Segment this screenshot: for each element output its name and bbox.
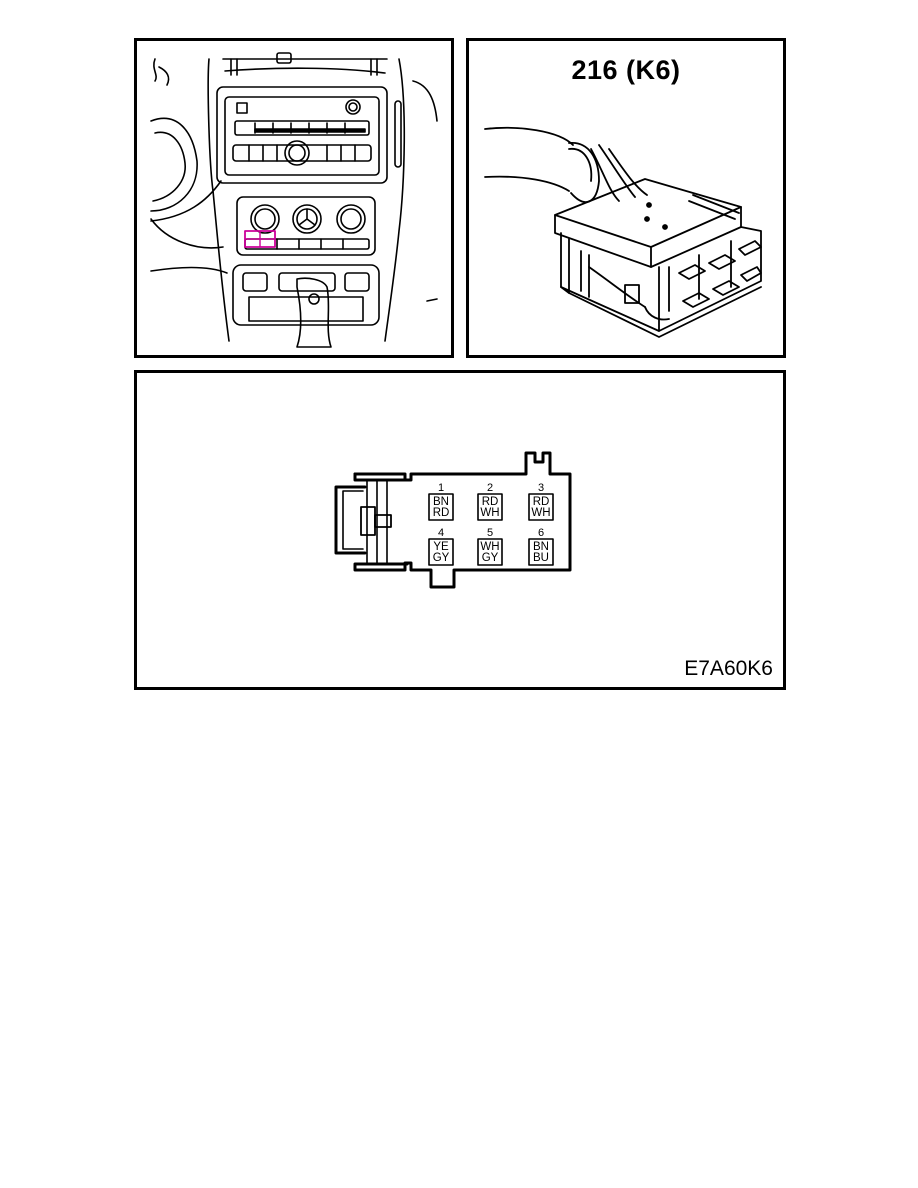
pin-wire-color: BN	[533, 541, 549, 553]
pin-cavity	[428, 493, 454, 521]
pin-number: 3	[538, 482, 544, 494]
location-view-panel	[134, 38, 454, 358]
pin-wire-color: GY	[482, 552, 499, 564]
pin-cavity	[528, 493, 554, 521]
pin-number: 1	[438, 482, 444, 494]
pin-wire-color: GY	[433, 552, 450, 564]
connector-illustration	[484, 126, 762, 338]
connector-latch	[334, 485, 367, 555]
pin-cavity	[428, 538, 454, 566]
connector-title: 216 (K6)	[571, 55, 681, 85]
pin-wire-color: WH	[531, 507, 550, 519]
pin-wire-color: WH	[480, 541, 499, 553]
diagram-code: E7A60K6	[684, 657, 773, 680]
pin-wire-color: WH	[480, 507, 499, 519]
pin-cavity	[477, 538, 503, 566]
connector-housing	[353, 451, 572, 589]
pin-wire-color: BU	[533, 552, 549, 564]
dashboard-illustration	[150, 52, 438, 348]
pin-number: 6	[538, 527, 544, 539]
connector-view-panel: 216 (K6)	[466, 38, 786, 358]
pin-number: 2	[487, 482, 493, 494]
pin-wire-color: RD	[433, 507, 450, 519]
pin-number: 5	[487, 527, 493, 539]
pin-cavity	[477, 493, 503, 521]
pin-number: 4	[438, 527, 444, 539]
pin-wire-color: YE	[433, 541, 449, 553]
pin-wire-color: RD	[533, 496, 550, 508]
pin-cavity	[528, 538, 554, 566]
pin-wire-color: RD	[482, 496, 499, 508]
pin-wire-color: BN	[433, 496, 449, 508]
